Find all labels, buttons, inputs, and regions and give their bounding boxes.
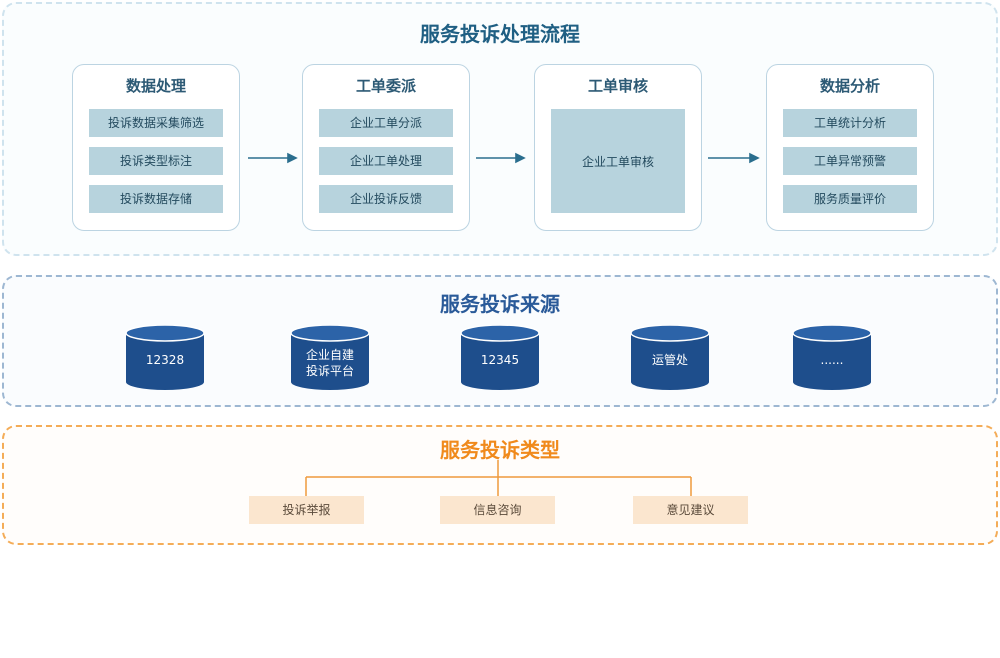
stage-title: 数据分析 <box>819 77 880 95</box>
arrow-head-icon <box>287 152 298 164</box>
process-title: 服务投诉处理流程 <box>420 22 580 46</box>
arrow-head-icon <box>749 152 760 164</box>
database-icon <box>125 324 205 390</box>
stage-item: 企业工单审核 <box>551 109 685 213</box>
arrow-head-icon <box>515 152 526 164</box>
source-label: ...... <box>820 353 844 367</box>
stage-title: 数据处理 <box>125 77 186 95</box>
source-label-line: 投诉平台 <box>305 364 354 378</box>
source-cylinder: ...... <box>792 324 872 391</box>
stage-item: 投诉数据存储 <box>89 185 223 213</box>
source-label-line: 企业自建 <box>305 348 354 362</box>
stage-item: 工单统计分析 <box>783 109 917 137</box>
database-icon <box>630 324 710 390</box>
process-arrows <box>248 152 760 164</box>
database-icon <box>792 324 872 390</box>
stage-item: 企业工单分派 <box>319 109 453 137</box>
stage-item: 工单异常预警 <box>783 147 917 175</box>
database-icon <box>460 324 540 390</box>
database-icon <box>290 324 370 390</box>
source-cylinder: 12345 <box>460 324 540 391</box>
source-label: 12328 <box>145 353 185 367</box>
type-box-info-inquiry: 信息咨询 <box>440 496 555 524</box>
type-box-complaint-report: 投诉举报 <box>249 496 364 524</box>
source-cylinder: 12328 <box>125 324 205 391</box>
stage-item: 企业投诉反馈 <box>319 185 453 213</box>
stage-title: 工单审核 <box>587 77 648 95</box>
type-title: 服务投诉类型 <box>440 438 560 462</box>
stage-card-work-order-review: 工单审核 企业工单审核 <box>534 64 702 231</box>
source-cylinder: 企业自建 投诉平台 <box>290 324 370 391</box>
stage-item: 服务质量评价 <box>783 185 917 213</box>
stage-card-data-processing: 数据处理 投诉数据采集筛选 投诉类型标注 投诉数据存储 <box>72 64 240 231</box>
stage-card-work-order-dispatch: 工单委派 企业工单分派 企业工单处理 企业投诉反馈 <box>302 64 470 231</box>
type-box-suggestion: 意见建议 <box>633 496 748 524</box>
stage-item: 企业工单处理 <box>319 147 453 175</box>
type-section <box>2 425 998 545</box>
source-title: 服务投诉来源 <box>440 292 560 316</box>
stage-item: 投诉类型标注 <box>89 147 223 175</box>
source-label: 运管处 <box>651 353 688 367</box>
stage-item: 投诉数据采集筛选 <box>89 109 223 137</box>
stage-card-data-analysis: 数据分析 工单统计分析 工单异常预警 服务质量评价 <box>766 64 934 231</box>
stage-title: 工单委派 <box>355 77 416 95</box>
type-tree-connector <box>305 460 692 496</box>
source-label: 12345 <box>480 353 520 367</box>
source-cylinder: 运管处 <box>630 324 710 391</box>
source-label: 企业自建 投诉平台 <box>290 347 370 379</box>
